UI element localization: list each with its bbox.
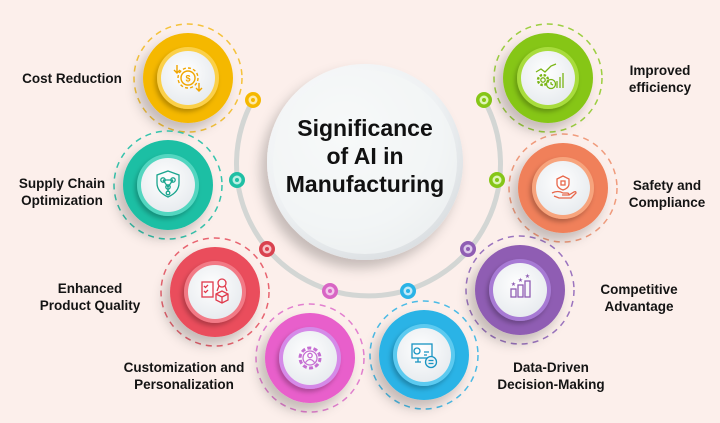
label-supply-chain: Supply Chain Optimization <box>19 175 105 209</box>
node-supply-chain <box>113 130 223 240</box>
dot-cost-reduction <box>245 92 261 108</box>
label-line: Advantage <box>604 299 674 314</box>
node-data-driven <box>369 300 479 410</box>
label-customization: Customization and Personalization <box>124 359 245 393</box>
network-shield-icon <box>156 170 180 198</box>
page-title: Significance of AI in Manufacturing <box>286 114 444 198</box>
label-cost-reduction: Cost Reduction <box>22 70 122 87</box>
label-safety: Safety and Compliance <box>629 177 706 211</box>
label-line: Compliance <box>628 195 706 210</box>
label-line: Customization and <box>123 360 245 375</box>
dot-supply-chain <box>229 172 245 188</box>
dot-competitive <box>460 241 476 257</box>
node-product-quality <box>160 237 270 347</box>
label-line: Decision-Making <box>497 377 605 392</box>
label-line: Personalization <box>134 377 234 392</box>
label-line: Improved <box>629 63 691 78</box>
svg-text:★: ★ <box>525 273 530 280</box>
label-competitive: Competitive Advantage <box>600 281 677 315</box>
dot-customization <box>322 283 338 299</box>
dot-safety <box>489 172 505 188</box>
node-safety <box>508 133 618 243</box>
checklist-award-box-icon <box>201 278 229 304</box>
label-line: Data-Driven <box>513 360 589 375</box>
dot-efficiency <box>476 92 492 108</box>
node-customization <box>255 303 365 413</box>
central-circle <box>267 64 463 260</box>
label-line: Enhanced <box>57 281 123 296</box>
title-line-3: Manufacturing <box>285 171 445 197</box>
label-line: Optimization <box>21 193 103 208</box>
label-efficiency: Improved efficiency <box>629 62 691 96</box>
connector-dots <box>229 92 505 299</box>
node-efficiency <box>493 23 603 133</box>
title-line-1: Significance <box>297 115 433 141</box>
gear-user-icon <box>298 346 322 370</box>
label-data-driven: Data-Driven Decision-Making <box>497 359 604 393</box>
dot-data-driven <box>400 283 416 299</box>
svg-text:★: ★ <box>518 277 523 284</box>
svg-text:$: $ <box>185 74 190 84</box>
label-line: Cost Reduction <box>22 71 122 86</box>
label-line: efficiency <box>628 80 692 95</box>
node-cost-reduction: $ <box>133 23 243 133</box>
label-line: Supply Chain <box>18 176 106 191</box>
node-competitive: ★ ★ ★ <box>465 235 575 345</box>
label-line: Safety and <box>632 178 702 193</box>
analytics-monitor-icon <box>411 343 438 369</box>
label-line: Product Quality <box>39 298 141 313</box>
label-product-quality: Enhanced Product Quality <box>40 280 141 314</box>
dot-product-quality <box>259 241 275 257</box>
dollar-gear-cycle-icon: $ <box>173 65 203 92</box>
svg-text:★: ★ <box>511 281 516 288</box>
ranking-bars-stars-icon: ★ ★ ★ <box>510 273 531 298</box>
title-line-2: of AI in <box>326 143 404 169</box>
hand-lock-shield-icon <box>551 175 577 199</box>
label-line: Competitive <box>600 282 678 297</box>
gears-growth-chart-icon <box>535 63 564 90</box>
